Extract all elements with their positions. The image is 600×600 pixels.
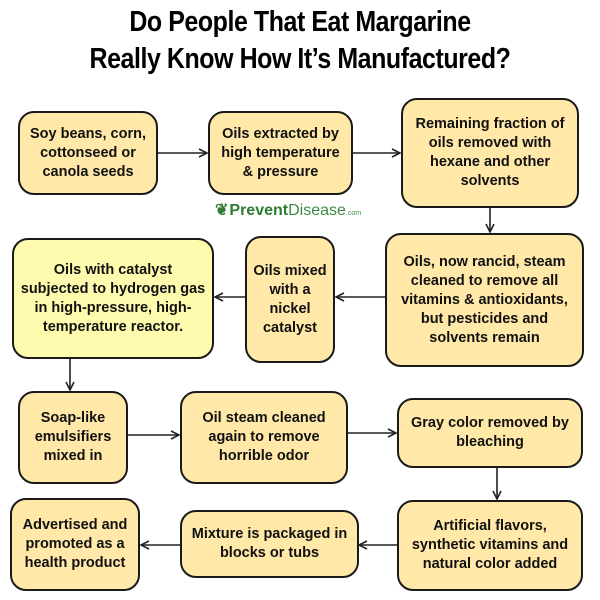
step-11-packaging: Mixture is packaged in blocks or tubs <box>180 510 359 578</box>
leaf-figure-icon: ❦ <box>215 202 229 219</box>
logo-suffix: Disease <box>288 202 346 219</box>
step-7-emulsifiers: Soap-like emulsifiers mixed in <box>18 391 128 484</box>
preventdisease-logo: ❦PreventDisease.com <box>215 200 361 220</box>
logo-tld: .com <box>345 210 362 217</box>
step-6-hydrogenation: Oils with catalyst subjected to hydrogen… <box>12 238 214 359</box>
step-5-nickel-catalyst: Oils mixed with a nickel catalyst <box>245 236 335 363</box>
step-2-extraction: Oils extracted by high temperature & pre… <box>208 111 353 195</box>
logo-prefix: Prevent <box>229 202 289 219</box>
step-4-steam-cleaned: Oils, now rancid, steam cleaned to remov… <box>385 233 584 367</box>
step-1-seeds: Soy beans, corn, cottonseed or canola se… <box>18 111 158 195</box>
page-title: Do People That Eat Margarine Really Know… <box>0 4 600 78</box>
step-8-deodorize: Oil steam cleaned again to remove horrib… <box>180 391 348 484</box>
step-12-advertised: Advertised and promoted as a health prod… <box>10 498 140 591</box>
step-10-flavors: Artificial flavors, synthetic vitamins a… <box>397 500 583 591</box>
step-9-bleaching: Gray color removed by bleaching <box>397 398 583 468</box>
step-3-hexane: Remaining fraction of oils removed with … <box>401 98 579 208</box>
title-line-1: Do People That Eat Margarine <box>129 6 471 38</box>
title-line-2: Really Know How It’s Manufactured? <box>89 43 511 75</box>
